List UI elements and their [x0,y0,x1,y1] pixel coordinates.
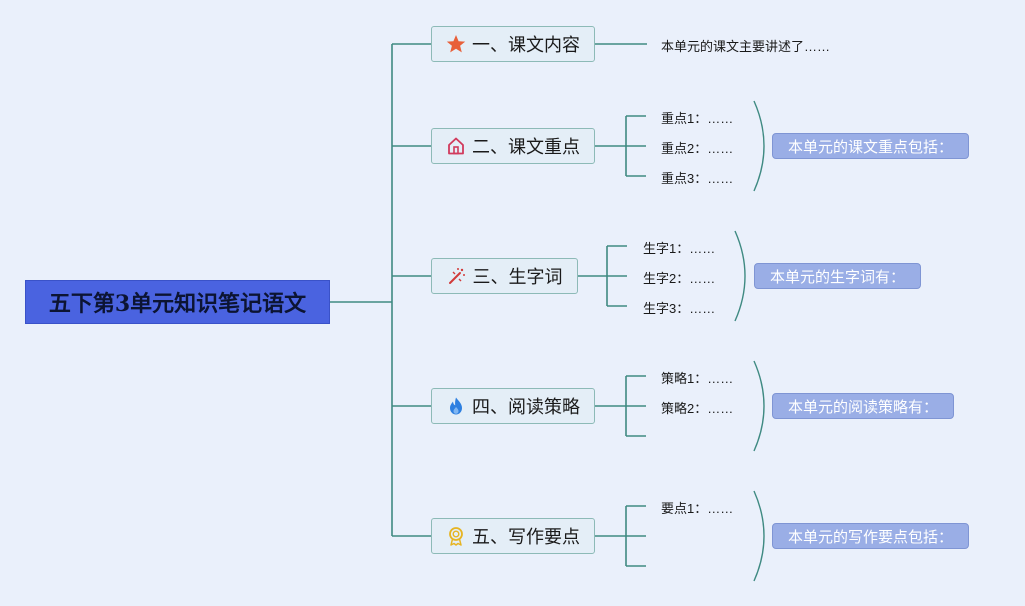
flame-icon [446,396,466,416]
summary-label: 本单元的阅读策略有： [788,398,939,416]
branch-label: 二、课文重点 [472,137,580,157]
leaf-text[interactable]: 重点3：…… [661,171,734,186]
branch-key-points[interactable]: 二、课文重点 [431,128,595,164]
summary-bracket [753,100,765,192]
branch-label: 三、生字词 [472,267,563,287]
branch-label: 五、写作要点 [472,527,580,547]
root-topic-label: 五下第3单元知识笔记语文 [48,291,307,317]
summary-bracket [734,230,746,322]
leaf-text[interactable]: 生字1：…… [643,241,716,256]
root-topic[interactable]: 五下第3单元知识笔记语文 [25,280,330,324]
leaf-text[interactable]: 要点1：…… [661,501,734,516]
branch-course-content[interactable]: 一、课文内容 [431,26,595,62]
branch-writing-points[interactable]: 五、写作要点 [431,518,595,554]
summary-box[interactable]: 本单元的生字词有： [754,263,922,289]
summary-box[interactable]: 本单元的写作要点包括： [772,523,970,549]
leaf-text[interactable]: 生字2：…… [643,271,716,286]
summary-label: 本单元的写作要点包括： [788,528,954,546]
branch-label: 一、课文内容 [472,35,580,55]
leaf-text[interactable]: 重点1：…… [661,111,734,126]
branch-reading-strategy[interactable]: 四、阅读策略 [431,388,595,424]
summary-box[interactable]: 本单元的阅读策略有： [772,393,955,419]
branch-label: 四、阅读策略 [472,397,580,417]
leaf-text[interactable]: 本单元的课文主要讲述了…… [661,39,831,54]
star-icon [446,34,466,54]
leaf-text[interactable]: 重点2：…… [661,141,734,156]
award-icon [446,526,466,546]
summary-label: 本单元的课文重点包括： [788,138,954,156]
summary-label: 本单元的生字词有： [770,268,906,286]
leaf-text[interactable]: 策略1：…… [661,371,734,386]
summary-box[interactable]: 本单元的课文重点包括： [772,133,970,159]
magic-wand-icon [447,266,467,286]
leaf-text[interactable]: 生字3：…… [643,301,716,316]
summary-bracket [753,490,765,582]
leaf-text[interactable]: 策略2：…… [661,401,734,416]
branch-new-words[interactable]: 三、生字词 [431,258,578,294]
summary-bracket [753,360,765,452]
home-icon [446,136,466,156]
